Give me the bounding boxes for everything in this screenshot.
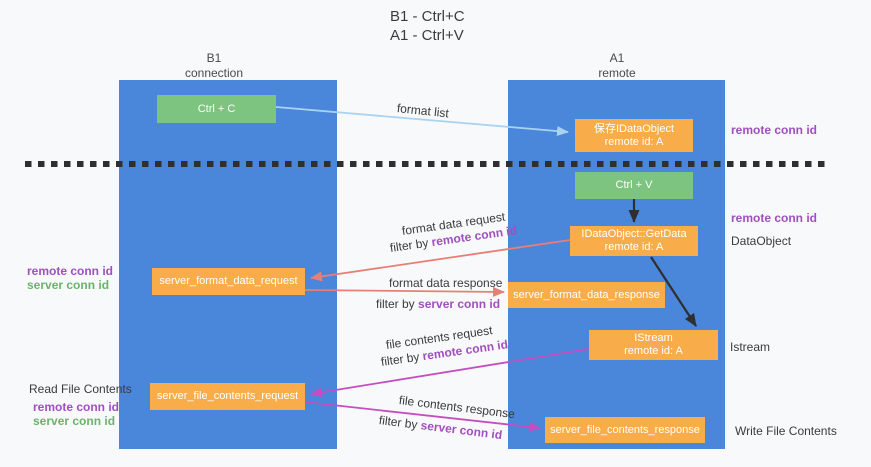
node-istream-line1: IStream (634, 332, 673, 344)
lane-header-a1: A1 remote (547, 51, 687, 81)
node-istream-line2: remote id: A (624, 345, 683, 357)
label-filter-by-server-2-highlight: server conn id (419, 418, 503, 443)
node-save-idataobject-line2: remote id: A (604, 135, 664, 148)
label-format-data-response: format data response (389, 276, 503, 290)
node-idataobject-getdata: IDataObject::GetData remote id: A (570, 226, 698, 256)
label-dataobject: DataObject (731, 234, 792, 248)
label-server-conn-id-left-bottom: server conn id (33, 414, 116, 428)
node-getdata-line2: remote id: A (604, 241, 664, 253)
node-format-request-label: server_format_data_request (159, 275, 298, 287)
node-save-idataobject: 保存IDataObject remote id: A (575, 119, 693, 152)
node-ctrl-v: Ctrl + V (575, 172, 693, 199)
node-format-response-label: server_format_data_response (513, 288, 660, 301)
node-server-format-data-request: server_format_data_request (152, 268, 305, 295)
node-file-request-label: server_file_contents_request (156, 390, 299, 402)
title-line-2: A1 - Ctrl+V (390, 27, 464, 44)
node-ctrl-c: Ctrl + C (157, 95, 276, 123)
label-filter-by-server-1-prefix: filter by (376, 297, 419, 311)
label-remote-conn-id-left-top: remote conn id (27, 264, 114, 278)
label-filter-by-remote-2-prefix: filter by (380, 349, 424, 369)
label-filter-by-server-1: filter by server conn id (376, 297, 500, 311)
lane-a1-name: A1 (609, 51, 625, 65)
label-write-file-contents: Write File Contents (735, 424, 837, 438)
label-format-list: format list (396, 101, 450, 121)
lane-b1-role: connection (184, 66, 244, 80)
diagram-title: B1 - Ctrl+C A1 - Ctrl+V (390, 7, 465, 45)
label-remote-conn-id-left-bottom: remote conn id (33, 400, 120, 414)
node-server-file-contents-request: server_file_contents_request (150, 383, 305, 410)
node-ctrl-v-label: Ctrl + V (615, 179, 653, 191)
node-server-format-data-response: server_format_data_response (508, 282, 665, 308)
lane-header-b1: B1 connection (144, 51, 284, 81)
node-save-idataobject-line1: 保存IDataObject (593, 122, 675, 135)
label-remote-conn-id-right-top: remote conn id (731, 123, 818, 137)
label-filter-by-remote-1-prefix: filter by (389, 235, 433, 255)
label-istream-side: Istream (730, 340, 771, 354)
label-filter-by-server-1-highlight: server conn id (418, 297, 501, 311)
node-file-response-label: server_file_contents_response (550, 423, 700, 436)
node-ctrl-c-label: Ctrl + C (197, 102, 236, 115)
label-read-file-contents: Read File Contents (29, 382, 132, 396)
lane-b1-name: B1 (206, 51, 222, 65)
lane-a1-role: remote (598, 66, 636, 80)
node-server-file-contents-response: server_file_contents_response (545, 417, 705, 443)
label-filter-by-server-2-prefix: filter by (378, 413, 422, 433)
title-line-1: B1 - Ctrl+C (390, 8, 465, 25)
node-istream: IStream remote id: A (589, 330, 718, 360)
node-getdata-line1: IDataObject::GetData (581, 228, 687, 240)
label-remote-conn-id-right-mid: remote conn id (731, 211, 818, 225)
label-server-conn-id-left-top: server conn id (27, 278, 110, 292)
